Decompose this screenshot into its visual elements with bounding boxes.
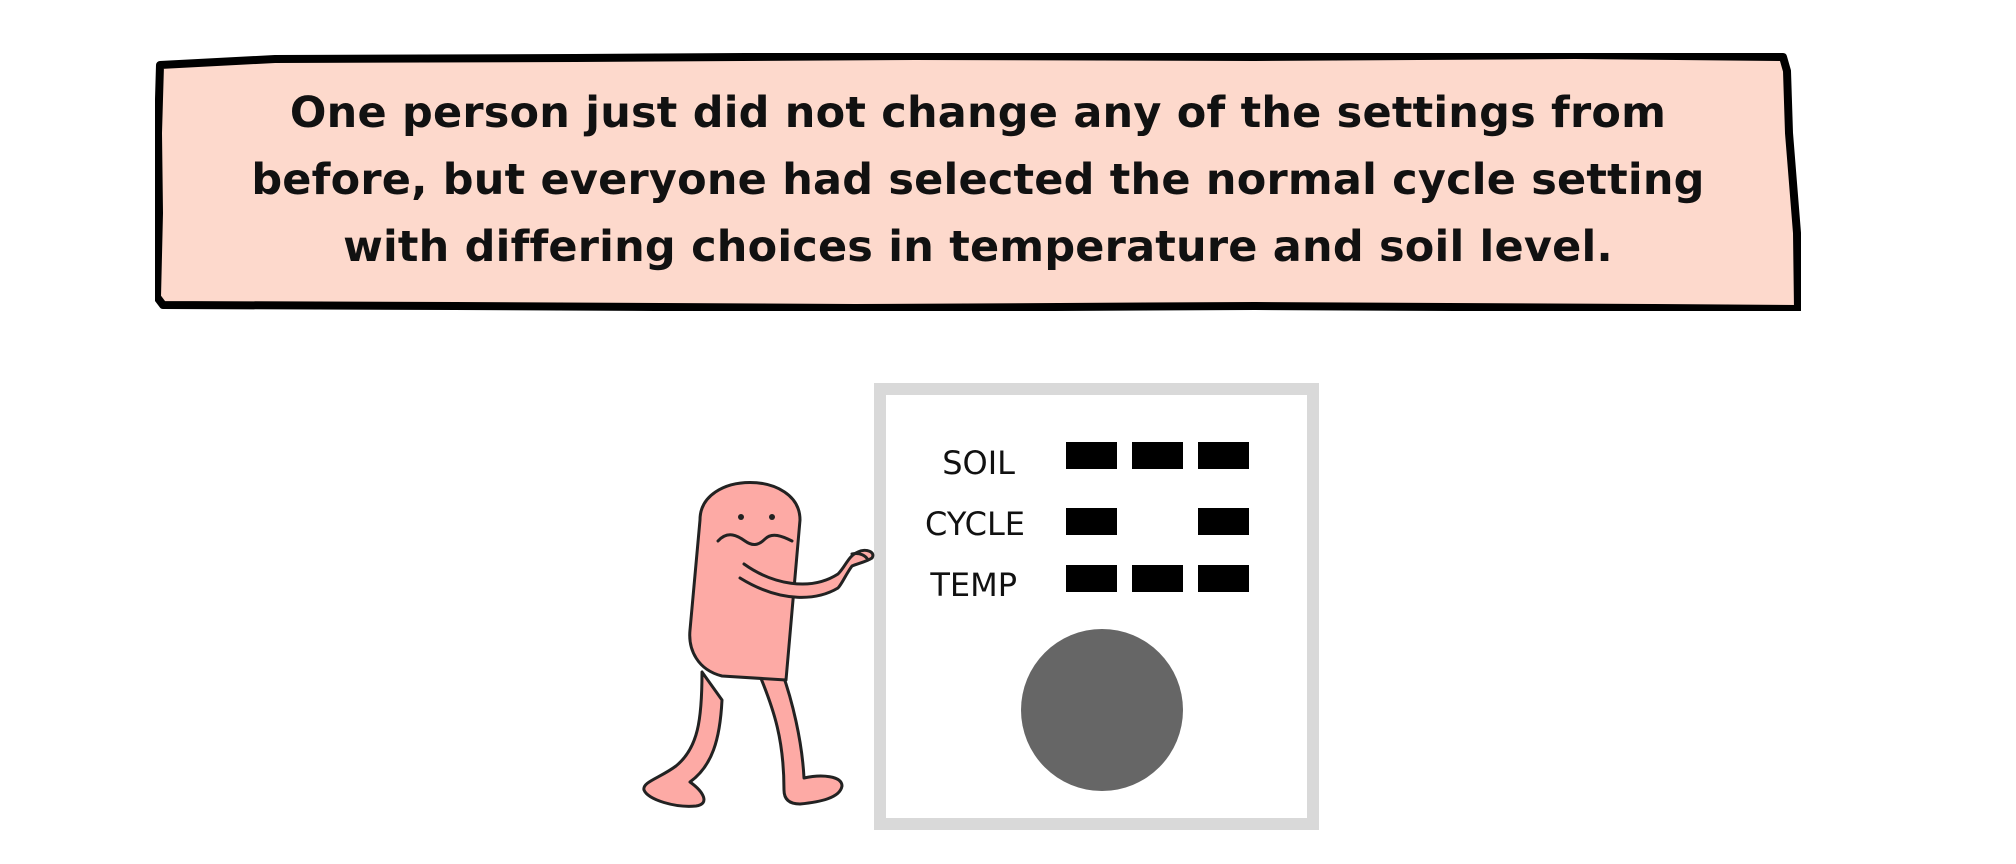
soil-indicator-3 <box>1198 442 1249 469</box>
caption-text: One person just did not change any of th… <box>251 88 1705 272</box>
cycle-indicator-1 <box>1066 508 1117 535</box>
caption-banner: One person just did not change any of th… <box>155 53 1801 311</box>
soil-indicator-2 <box>1132 442 1183 469</box>
temp-indicator-3 <box>1198 565 1249 592</box>
cycle-label: CYCLE <box>925 505 1025 543</box>
soil-label: SOIL <box>942 444 1015 482</box>
caption-frame <box>155 53 1801 311</box>
soil-indicator-1 <box>1066 442 1117 469</box>
temp-indicator-1 <box>1066 565 1117 592</box>
temp-label: TEMP <box>929 566 1017 604</box>
cycle-indicator-3 <box>1198 508 1249 535</box>
control-knob <box>1021 629 1183 791</box>
control-panel: SOIL CYCLE TEMP <box>874 383 1319 830</box>
temp-indicator-2 <box>1132 565 1183 592</box>
pointing-character-icon <box>642 481 875 808</box>
